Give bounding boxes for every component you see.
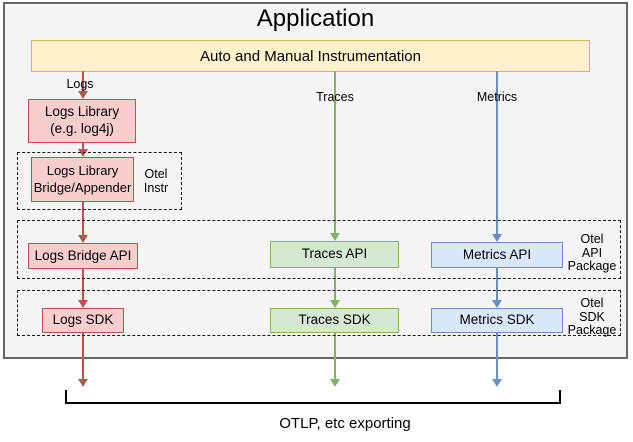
logs-flow-line (82, 332, 84, 380)
arrowhead-icon (78, 379, 88, 387)
logs-flow-line (82, 268, 84, 301)
metrics-sdk-node: Metrics SDK (431, 308, 563, 333)
metrics-api-node: Metrics API (431, 242, 563, 268)
traces-flow-line (334, 268, 336, 301)
metrics-flow-line (496, 268, 498, 301)
logs-library-node: Logs Library (e.g. log4j) (28, 99, 136, 143)
arrowhead-icon (492, 379, 502, 387)
traces-sdk-node: Traces SDK (270, 308, 399, 333)
arrowhead-icon (78, 300, 88, 308)
metrics-stream-label: Metrics (476, 90, 518, 104)
logs-flow-line (82, 143, 84, 150)
otel-instr-group-label: Otel Instr (143, 167, 169, 195)
instrumentation-box: Auto and Manual Instrumentation (31, 40, 590, 72)
arrowhead-icon (78, 149, 88, 157)
otel-sdk-package-group-label: Otel SDK Package (567, 296, 617, 337)
arrowhead-icon (78, 91, 88, 99)
application-title: Application (256, 5, 375, 32)
logs-bridge-api-node: Logs Bridge API (28, 243, 138, 269)
logs-sdk-node: Logs SDK (42, 308, 124, 333)
traces-flow-line (334, 71, 336, 234)
otel-sdk-package-group (17, 290, 621, 336)
otel-api-package-group (17, 220, 621, 279)
arrowhead-icon (330, 300, 340, 308)
logs-flow-line (82, 71, 84, 92)
metrics-flow-line (496, 71, 498, 235)
arrowhead-icon (330, 379, 340, 387)
metrics-flow-line (496, 332, 498, 380)
traces-flow-line (334, 332, 336, 380)
export-bracket (65, 390, 561, 404)
logs-flow-line (82, 202, 84, 236)
arrowhead-icon (492, 300, 502, 308)
otlp-exporting-label: OTLP, etc exporting (279, 415, 411, 432)
otel-instr-group (17, 152, 182, 210)
arrowhead-icon (492, 234, 502, 242)
logs-library-bridge-appender-node: Logs Library Bridge/Appender (31, 157, 134, 202)
logs-stream-label: Logs (66, 77, 94, 91)
arrowhead-icon (330, 233, 340, 241)
traces-api-node: Traces API (270, 241, 399, 268)
arrowhead-icon (78, 235, 88, 243)
otel-api-package-group-label: Otel API Package (567, 232, 617, 273)
traces-stream-label: Traces (316, 90, 354, 104)
instrumentation-label: Auto and Manual Instrumentation (200, 47, 421, 65)
